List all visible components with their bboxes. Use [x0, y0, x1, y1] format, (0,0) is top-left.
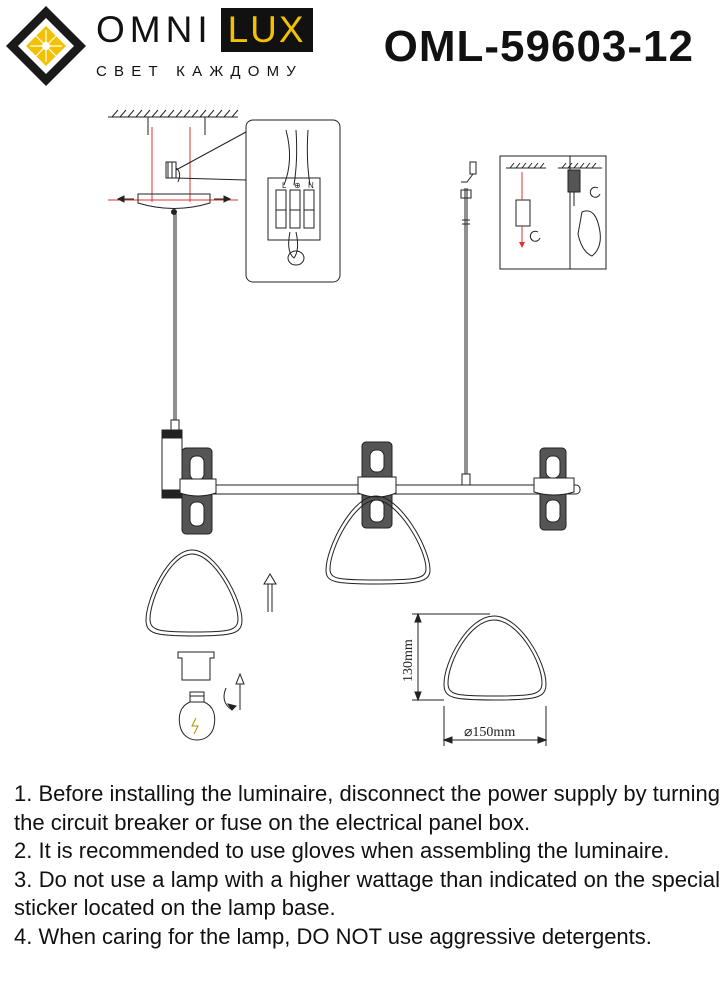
wiring-detail-callout	[175, 119, 341, 283]
cable-adjust-detail	[499, 155, 607, 270]
ceiling-hatch	[108, 109, 239, 118]
shade-ring	[177, 651, 215, 681]
diameter-dimension-label: ⌀150mm	[464, 725, 515, 740]
diamond-sun-icon	[6, 6, 86, 86]
terminal-block	[275, 189, 315, 229]
instruction-item: 1. Before installing the luminaire, disc…	[14, 781, 720, 835]
glass-shade-assembled	[325, 495, 431, 585]
brand-logo: OMNI LUX	[96, 8, 313, 52]
instruction-item: 4. When caring for the lamp, DO NOT use …	[14, 923, 652, 949]
ceiling-wires	[165, 161, 181, 183]
assembly-diagram: L ⊕ N 130mm ⌀150mm	[108, 109, 607, 746]
glass-shade-loose	[145, 549, 277, 637]
canopy	[116, 193, 232, 215]
driver-box	[161, 429, 183, 499]
instructions: 1. Before installing the luminaire, disc…	[14, 780, 720, 951]
brand-tagline: СВЕТ КАЖДОМУ	[96, 63, 304, 80]
header: OMNI LUX СВЕТ КАЖДОМУ OML-59603-12	[0, 0, 728, 92]
lamp-holder-left	[179, 447, 217, 535]
model-number: OML-59603-12	[383, 22, 694, 71]
terminal-label-n: N	[308, 181, 314, 190]
height-dimension-label: 130mm	[401, 639, 416, 682]
instruction-item: 2. It is recommended to use gloves when …	[14, 838, 670, 863]
mounting-screws	[108, 117, 238, 202]
instruction-item: 3. Do not use a lamp with a higher watta…	[14, 866, 720, 921]
suspension-cable-left	[170, 214, 180, 431]
brand-name-omni: OMNI	[96, 9, 213, 50]
brand-name-lux: LUX	[220, 8, 313, 52]
terminal-label-ground: ⊕	[294, 181, 301, 190]
suspension-cable-right	[460, 161, 477, 486]
lamp-holder-right	[533, 447, 575, 531]
lightbulb-icon	[178, 672, 245, 741]
dimension-drawing	[412, 612, 548, 746]
terminal-label-l: L	[282, 181, 287, 190]
lamp-holder-center	[357, 441, 397, 529]
